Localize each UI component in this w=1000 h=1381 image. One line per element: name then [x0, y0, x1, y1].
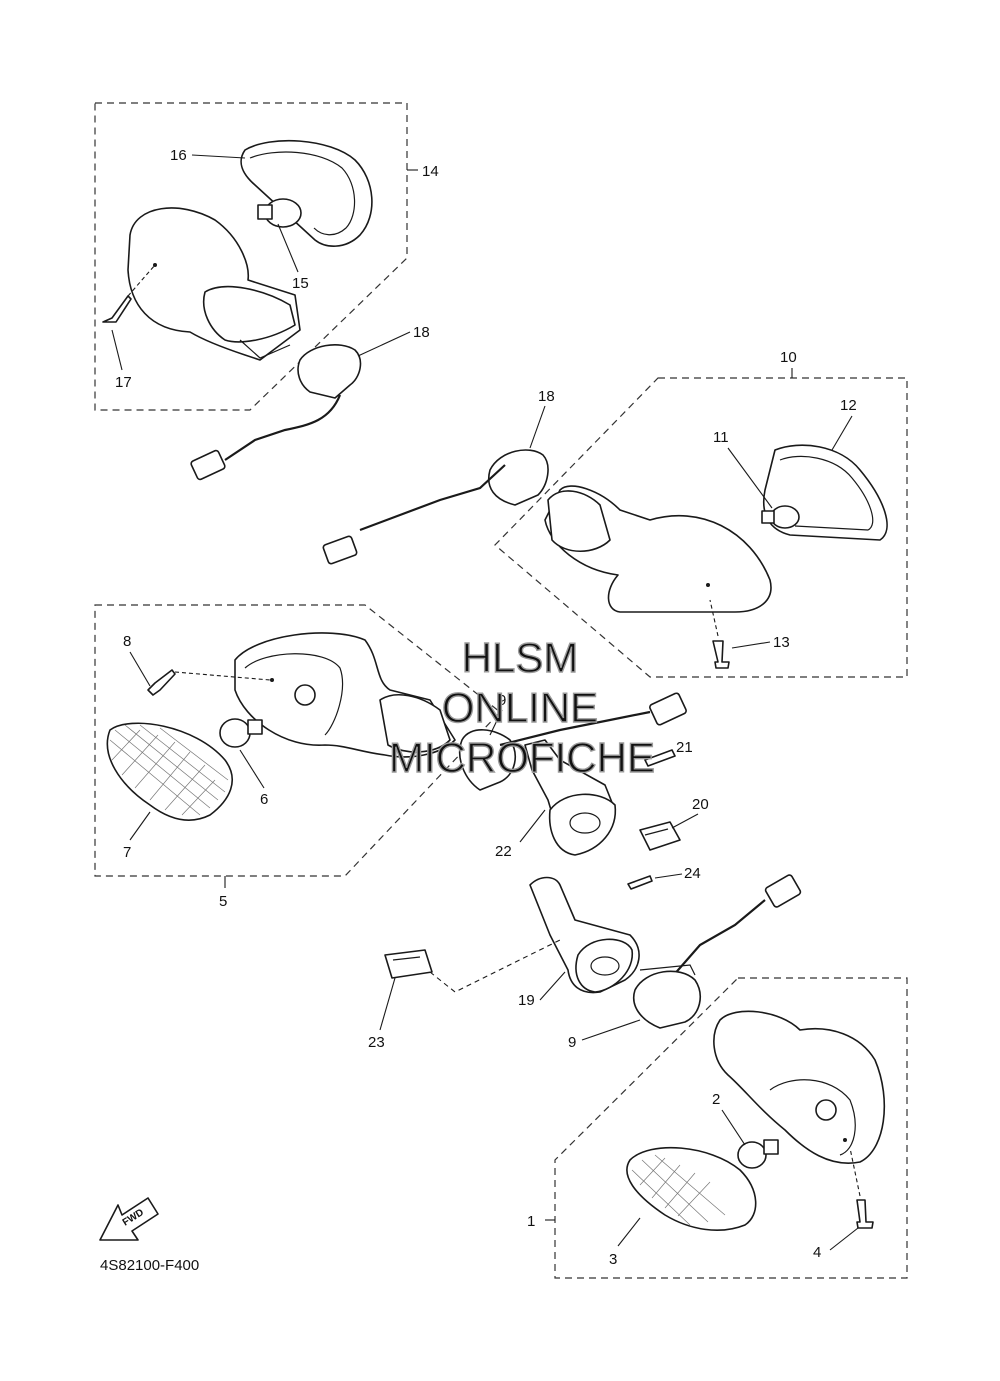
watermark-line-3: MICROFICHE: [389, 734, 655, 781]
callout-11: 11: [713, 429, 729, 446]
assembly-1-group: 1 2 3 4: [527, 977, 908, 1279]
callout-4: 4: [813, 1244, 821, 1261]
callout-13: 13: [773, 634, 790, 651]
grommet-part-18b: [488, 449, 549, 506]
callout-9b: 9: [568, 1034, 576, 1051]
callout-3: 3: [609, 1251, 617, 1268]
watermark-line-1: HLSM: [462, 634, 579, 681]
callout-2: 2: [712, 1091, 720, 1108]
callout-19: 19: [518, 992, 535, 1009]
center-parts-group: 21 20 22 24 19 23 9: [368, 692, 802, 1051]
callout-16: 16: [170, 147, 187, 164]
screw-part-17: [102, 295, 132, 323]
wire-harness-lower: [664, 899, 766, 986]
connector-upper: [190, 449, 226, 481]
lens-part-7: [106, 722, 234, 821]
callout-21: 21: [676, 739, 693, 756]
lens-7-hatching: [109, 724, 229, 816]
assembly-14-group: 14 16 15 17 18: [94, 102, 439, 481]
callout-24: 24: [684, 865, 701, 882]
assembly-10-group: 10 12 11 13 18: [322, 349, 908, 678]
wire-harness-upper: [224, 394, 342, 461]
bulb-part-2: [737, 1141, 767, 1169]
assembly-14-boundary: [94, 102, 408, 411]
lens-3-hatching: [631, 1154, 726, 1226]
screw-part-24: [627, 875, 653, 890]
callout-9a: 9: [498, 692, 506, 709]
callout-14: 14: [422, 163, 439, 180]
bulb-part-11: [770, 505, 800, 529]
screw-part-21: [644, 749, 676, 767]
screw-part-4: [856, 1199, 874, 1229]
assembly-10-boundary: [494, 377, 908, 678]
screw-part-8: [147, 669, 176, 696]
connector-lower: [764, 874, 802, 908]
grommet-part-18a: [297, 344, 362, 399]
assembly-5-boundary: [94, 604, 501, 877]
bulb-part-6: [219, 718, 251, 748]
callout-6: 6: [260, 791, 268, 808]
callout-7: 7: [123, 844, 131, 861]
screw-part-13: [712, 640, 730, 669]
callout-8: 8: [123, 633, 131, 650]
grommet-part-9b: [633, 970, 701, 1029]
flasher-housing-rear-right: [713, 1010, 886, 1164]
callout-18b: 18: [538, 388, 555, 405]
watermark: HLSM ONLINE MICROFICHE: [388, 633, 655, 781]
callout-18a: 18: [413, 324, 430, 341]
callout-10: 10: [780, 349, 797, 366]
wire-harness-middle: [359, 464, 506, 532]
callout-5: 5: [219, 893, 227, 910]
flasher-housing-rear-left: [127, 207, 301, 361]
callout-20: 20: [692, 796, 709, 813]
connector-center: [649, 692, 687, 726]
callout-15: 15: [292, 275, 309, 292]
assembly-5-group: 5 8 6 7: [94, 604, 501, 910]
callout-23: 23: [368, 1034, 385, 1051]
lens-part-16: [240, 139, 373, 247]
wire-harness-center: [499, 710, 651, 747]
fwd-arrow-icon: FWD: [99, 1197, 159, 1241]
watermark-line-2: ONLINE: [442, 684, 598, 731]
diagram-code: 4S82100-F400: [100, 1257, 199, 1274]
callout-1: 1: [527, 1213, 535, 1230]
lens-part-3: [626, 1146, 757, 1231]
callout-12: 12: [840, 397, 857, 414]
callout-22: 22: [495, 843, 512, 860]
clip-part-20: [639, 821, 681, 851]
connector-middle: [322, 535, 358, 565]
callout-17: 17: [115, 374, 132, 391]
clip-part-23: [384, 949, 433, 979]
